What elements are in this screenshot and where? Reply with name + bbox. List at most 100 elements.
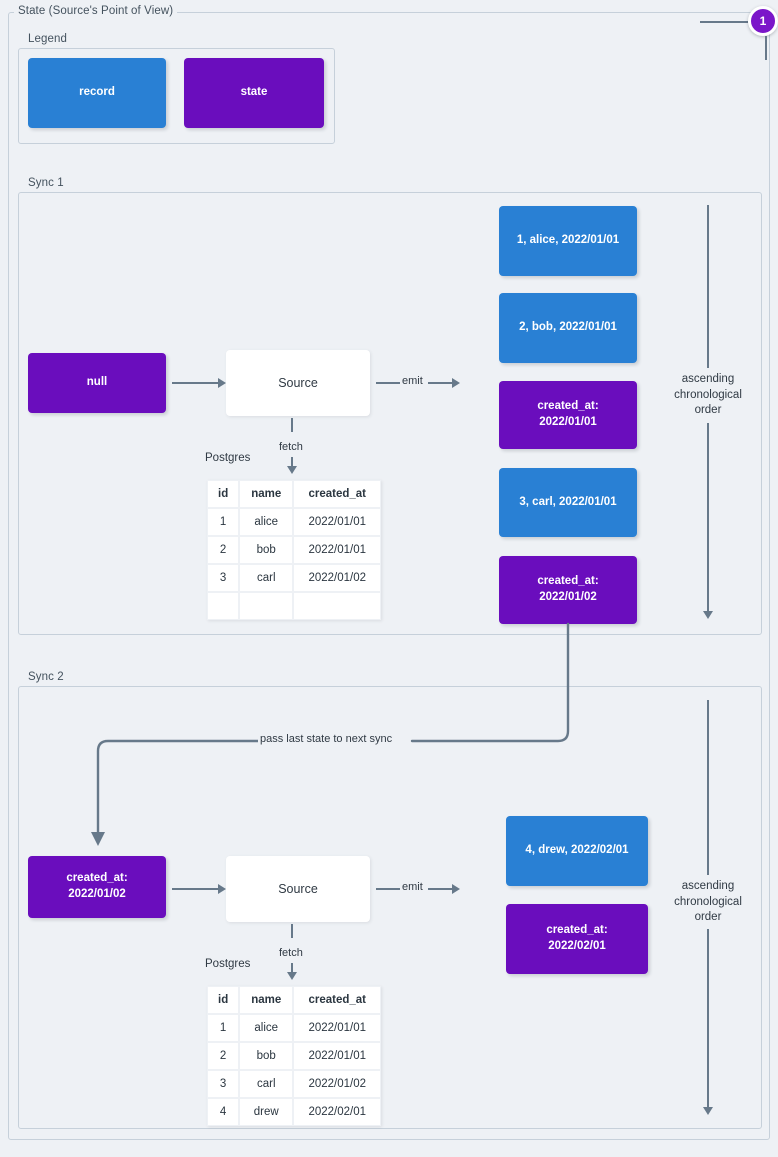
sync1-table: id name created_at 1 alice 2022/01/01 2 … [207,480,382,620]
sync2-edge-emit-right [428,888,454,890]
sync2-emitted-0-label: 4, drew, 2022/02/01 [525,844,629,857]
sync2-arrow-state-to-source [218,884,226,894]
sync2-order-arrow [703,1107,713,1115]
sync1-edge-fetch-top [291,418,293,432]
legend-frame [18,48,335,144]
sync1-r0-id: 1 [207,508,240,536]
step-badge[interactable]: 1 [748,6,778,36]
sync1-emitted-2: created_at: 2022/01/01 [499,381,637,449]
sync1-r1-created-at: 2022/01/01 [293,536,382,564]
sync2-col-id: id [207,986,240,1014]
sync1-edge-emit-right [428,382,454,384]
table-row: 4 drew 2022/02/01 [207,1098,382,1126]
sync1-edge-emit-left [376,382,402,384]
sync1-r0-name: alice [239,508,294,536]
sync2-label: Sync 2 [24,671,68,683]
sync1-emitted-1-label: 2, bob, 2022/01/01 [519,321,617,334]
sync2-r2-id: 3 [207,1070,240,1098]
sync1-label: Sync 1 [24,177,68,189]
sync2-edge-fetch-top [291,924,293,938]
sync2-r0-id: 1 [207,1014,240,1042]
sync1-r2-created-at: 2022/01/02 [293,564,382,592]
table-row: 3 carl 2022/01/02 [207,564,382,592]
sync2-frame [18,686,762,1129]
sync1-source-node: Source [226,350,370,416]
sync2-arrow-fetch [287,972,297,980]
sync2-r0-created-at: 2022/01/01 [293,1014,382,1042]
sync1-edge-state-to-source [172,382,220,384]
sync2-col-created-at: created_at [293,986,382,1014]
sync2-edge-emit-left [376,888,402,890]
sync2-r1-created-at: 2022/01/01 [293,1042,382,1070]
sync2-emit-label: emit [400,881,425,893]
table-row: 3 carl 2022/01/02 [207,1070,382,1098]
sync1-col-name: name [239,480,294,508]
sync1-emitted-3-label: 3, carl, 2022/01/01 [519,495,617,508]
sync2-emitted-1-line1: created_at: [546,924,608,937]
sync1-source-label: Source [278,375,318,390]
legend-label: Legend [24,33,71,45]
sync2-col-name: name [239,986,294,1014]
sync2-r0-name: alice [239,1014,294,1042]
sync1-col-id: id [207,480,240,508]
sync2-r3-id: 4 [207,1098,240,1126]
sync1-table-header-row: id name created_at [207,480,382,508]
sync1-frame [18,192,762,635]
sync1-col-created-at: created_at [293,480,382,508]
sync1-order-axis-bottom [707,423,709,613]
sync2-arrow-emit [452,884,460,894]
sync1-r3-id [207,592,240,620]
badge-connector-down [765,36,767,60]
sync1-r2-id: 3 [207,564,240,592]
sync2-r3-created-at: 2022/02/01 [293,1098,382,1126]
sync1-fetch-label: fetch [277,441,305,453]
sync1-arrow-state-to-source [218,378,226,388]
sync1-edge-fetch-bottom [291,457,293,469]
sync2-source-node: Source [226,856,370,922]
legend-item-state-label: state [240,86,268,99]
sync1-order-note: ascending chronological order [662,372,754,419]
sync1-r2-name: carl [239,564,294,592]
diagram-title: State (Source's Point of View) [14,5,178,17]
sync1-emitted-4-line2: 2022/01/02 [539,591,597,603]
sync2-order-note: ascending chronological order [662,879,754,926]
sync1-input-state: null [28,353,166,413]
sync2-emitted-1: created_at: 2022/02/01 [506,904,648,974]
sync1-r0-created-at: 2022/01/01 [293,508,382,536]
sync2-order-axis-bottom [707,929,709,1109]
sync1-emitted-2-line2: 2022/01/01 [539,416,597,428]
sync1-emitted-4: created_at: 2022/01/02 [499,556,637,624]
sync2-input-state-line1: created_at: [66,872,128,885]
sync1-order-axis-top [707,205,709,368]
sync2-r2-name: carl [239,1070,294,1098]
sync1-r1-name: bob [239,536,294,564]
sync1-emitted-2-line1: created_at: [537,400,599,413]
sync1-r3-name [239,592,294,620]
sync2-source-label: Source [278,881,318,896]
legend-item-record: record [28,58,166,128]
sync1-emitted-4-line1: created_at: [537,575,599,588]
sync2-edge-fetch-bottom [291,963,293,975]
sync1-emitted-1: 2, bob, 2022/01/01 [499,293,637,363]
sync1-db-label: Postgres [205,452,251,464]
step-badge-label: 1 [759,14,767,28]
sync2-db-label: Postgres [205,958,251,970]
sync2-input-state: created_at: 2022/01/02 [28,856,166,918]
sync1-r3-created-at [293,592,382,620]
sync1-emit-label: emit [400,375,425,387]
table-row: 1 alice 2022/01/01 [207,508,382,536]
sync2-r1-name: bob [239,1042,294,1070]
sync2-r3-name: drew [239,1098,294,1126]
sync1-emitted-0-label: 1, alice, 2022/01/01 [516,234,620,247]
outer-frame [8,12,770,1140]
pass-state-connector-label: pass last state to next sync [258,733,395,745]
sync1-emitted-0: 1, alice, 2022/01/01 [499,206,637,276]
sync1-arrow-emit [452,378,460,388]
legend-item-state: state [184,58,324,128]
sync2-emitted-0: 4, drew, 2022/02/01 [506,816,648,886]
sync2-fetch-label: fetch [277,947,305,959]
sync1-arrow-fetch [287,466,297,474]
sync2-emitted-1-line2: 2022/02/01 [548,940,606,952]
table-row: 1 alice 2022/01/01 [207,1014,382,1042]
sync2-table-header-row: id name created_at [207,986,382,1014]
